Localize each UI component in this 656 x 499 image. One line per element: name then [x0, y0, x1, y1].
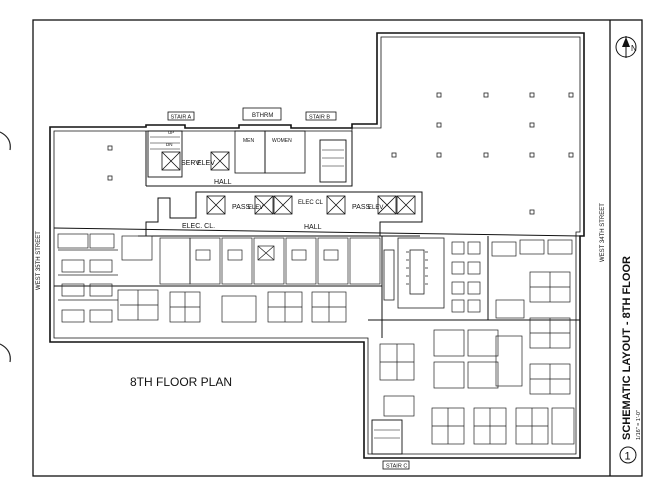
stair-a-dn: DN — [166, 142, 173, 147]
passenger-elevators — [206, 195, 416, 215]
service-elevator-label: SERV — [181, 160, 200, 167]
building-outline — [49, 32, 585, 459]
bathroom-label: BTHRM — [252, 113, 273, 119]
hall-corridors — [53, 131, 581, 338]
north-arrow-icon: N — [615, 36, 637, 58]
stair-c-label: STAIR C — [386, 464, 407, 470]
hall-label-1: HALL — [214, 179, 232, 186]
sheet-number: 1 — [625, 451, 631, 463]
womens-room-label: WOMEN — [272, 138, 292, 144]
elec-closet-label: ELEC CL — [298, 200, 324, 206]
elevator-label-3: ELEV — [368, 205, 383, 211]
conference-room — [383, 237, 445, 309]
punch-mark-top — [0, 131, 11, 151]
north-label: N — [631, 44, 637, 53]
pass-label-2: PASS — [352, 204, 370, 211]
break-area-tables — [451, 239, 573, 313]
scale-note: 1/16" = 1'-0" — [636, 410, 642, 440]
elec-closet-label-2: ELEC. CL. — [182, 223, 215, 230]
west-workstations — [57, 233, 347, 323]
core-area: STAIR A UP DN BTHRM STAIR B MEN WOMEN SE… — [147, 107, 416, 470]
stair-a-up: UP — [168, 130, 174, 135]
east-workstations — [379, 271, 575, 445]
private-offices — [159, 237, 381, 285]
hall-label-2: HALL — [304, 224, 322, 231]
pass-label-1: PASS — [232, 204, 250, 211]
stair-b-label: STAIR B — [309, 115, 330, 121]
street-label-west: WEST 35TH STREET — [36, 231, 42, 290]
stair-c-shaft — [371, 419, 403, 455]
stair-b-shaft — [319, 139, 347, 183]
punch-mark-bottom — [0, 343, 11, 363]
stair-a-shaft — [147, 130, 183, 178]
plan-title: 8TH FLOOR PLAN — [130, 375, 232, 389]
elevator-label-1: ELEV — [197, 160, 215, 167]
mens-room-label: MEN — [243, 138, 255, 144]
sheet-border — [32, 19, 643, 477]
sheet-title: SCHEMATIC LAYOUT - 8TH FLOOR — [621, 256, 633, 440]
elevator-label-2: ELEV — [248, 205, 263, 211]
street-label-east: WEST 34TH STREET — [600, 203, 606, 262]
columns-grid — [107, 92, 574, 215]
stair-a-label: STAIR A — [171, 115, 192, 121]
sheet-number-badge: 1 — [619, 446, 637, 464]
service-elevators — [161, 151, 230, 171]
